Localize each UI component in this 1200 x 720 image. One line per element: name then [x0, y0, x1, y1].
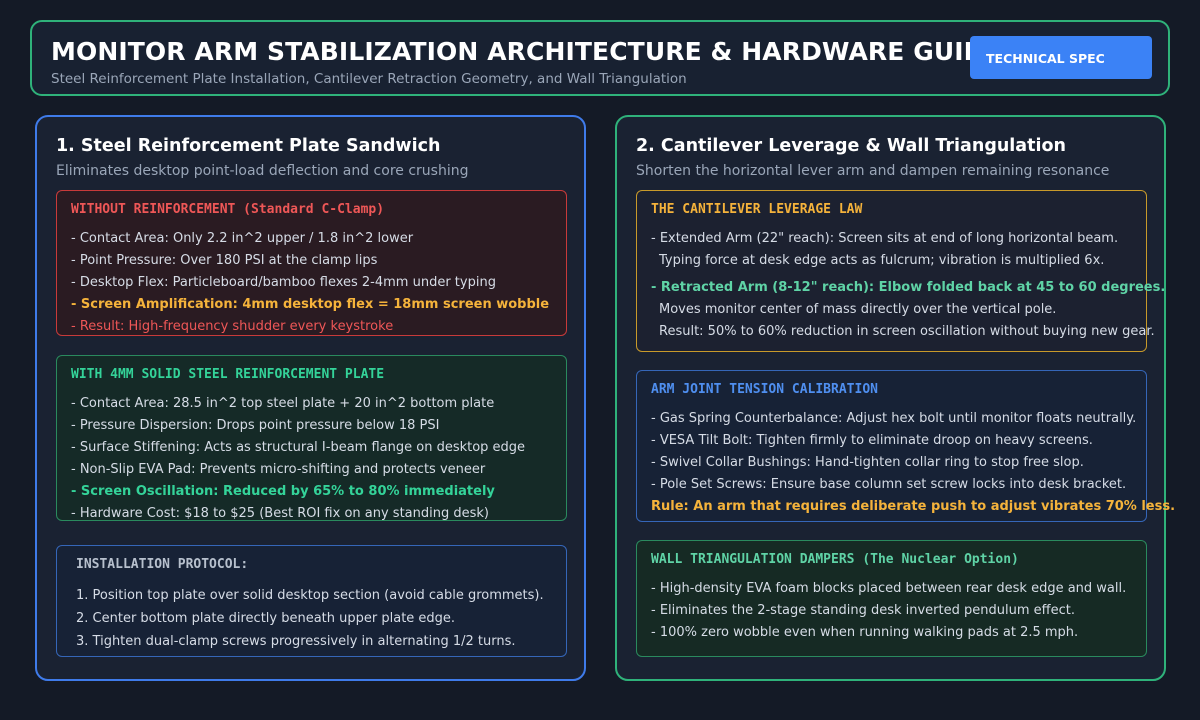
- list-item: - Contact Area: Only 2.2 in^2 upper / 1.…: [71, 231, 414, 246]
- box-title: ARM JOINT TENSION CALIBRATION: [651, 382, 878, 397]
- list-item: - Pressure Dispersion: Drops point press…: [71, 418, 440, 433]
- list-item-highlight: - Screen Oscillation: Reduced by 65% to …: [71, 484, 495, 499]
- list-item: Typing force at desk edge acts as fulcru…: [659, 253, 1105, 268]
- joint-tension-box: ARM JOINT TENSION CALIBRATION - Gas Spri…: [636, 370, 1176, 522]
- page-subtitle: Steel Reinforcement Plate Installation, …: [51, 71, 687, 87]
- page-header: MONITOR ARM STABILIZATION ARCHITECTURE &…: [30, 20, 1170, 96]
- list-item: Moves monitor center of mass directly ov…: [659, 302, 1057, 317]
- list-item: - Non-Slip EVA Pad: Prevents micro-shift…: [71, 462, 486, 477]
- with-reinforcement-box: WITH 4MM SOLID STEEL REINFORCEMENT PLATE…: [56, 355, 567, 521]
- list-item-result: - Result: High-frequency shudder every k…: [71, 319, 394, 334]
- panel-title: 1. Steel Reinforcement Plate Sandwich: [56, 136, 441, 156]
- list-item: - VESA Tilt Bolt: Tighten firmly to elim…: [651, 433, 1093, 448]
- box-title: WALL TRIANGULATION DAMPERS (The Nuclear …: [651, 552, 1019, 567]
- box-title: INSTALLATION PROTOCOL:: [76, 557, 249, 572]
- box-title: WITH 4MM SOLID STEEL REINFORCEMENT PLATE: [71, 367, 385, 382]
- technical-spec-badge: TECHNICAL SPEC: [970, 36, 1152, 79]
- list-item: - Point Pressure: Over 180 PSI at the cl…: [71, 253, 378, 268]
- list-item: - Swivel Collar Bushings: Hand-tighten c…: [651, 455, 1084, 470]
- without-reinforcement-box: WITHOUT REINFORCEMENT (Standard C-Clamp)…: [56, 190, 567, 336]
- list-item-highlight: - Screen Amplification: 4mm desktop flex…: [71, 297, 550, 312]
- page-title: MONITOR ARM STABILIZATION ARCHITECTURE &…: [51, 37, 1002, 66]
- list-item: Result: 50% to 60% reduction in screen o…: [659, 324, 1155, 339]
- list-item: - Gas Spring Counterbalance: Adjust hex …: [651, 411, 1137, 426]
- box-title: THE CANTILEVER LEVERAGE LAW: [651, 202, 863, 217]
- list-item: - High-density EVA foam blocks placed be…: [651, 581, 1127, 596]
- cantilever-panel: 2. Cantilever Leverage & Wall Triangulat…: [615, 115, 1176, 681]
- list-item-highlight: - Retracted Arm (8-12" reach): Elbow fol…: [651, 280, 1166, 295]
- list-item: - Pole Set Screws: Ensure base column se…: [651, 477, 1127, 492]
- list-item: 2. Center bottom plate directly beneath …: [76, 611, 456, 626]
- list-item: - Desktop Flex: Particleboard/bamboo fle…: [71, 275, 496, 290]
- panel-subtitle: Shorten the horizontal lever arm and dam…: [636, 163, 1110, 179]
- list-item: - Surface Stiffening: Acts as structural…: [71, 440, 526, 455]
- list-item: - Contact Area: 28.5 in^2 top steel plat…: [71, 396, 495, 411]
- list-item: 3. Tighten dual-clamp screws progressive…: [76, 634, 516, 649]
- installation-protocol-box: INSTALLATION PROTOCOL: 1. Position top p…: [56, 545, 567, 657]
- box-title: WITHOUT REINFORCEMENT (Standard C-Clamp): [71, 202, 385, 217]
- list-item: - Eliminates the 2-stage standing desk i…: [651, 603, 1075, 618]
- panel-title: 2. Cantilever Leverage & Wall Triangulat…: [636, 136, 1066, 156]
- list-item: - Extended Arm (22" reach): Screen sits …: [651, 231, 1119, 246]
- steel-plate-panel: 1. Steel Reinforcement Plate Sandwich El…: [35, 115, 586, 681]
- list-item: - Hardware Cost: $18 to $25 (Best ROI fi…: [71, 506, 489, 521]
- wall-dampers-box: WALL TRIANGULATION DAMPERS (The Nuclear …: [636, 540, 1147, 657]
- panel-subtitle: Eliminates desktop point-load deflection…: [56, 163, 469, 179]
- list-item: - 100% zero wobble even when running wal…: [651, 625, 1079, 640]
- list-item: 1. Position top plate over solid desktop…: [76, 588, 544, 603]
- list-item-rule: Rule: An arm that requires deliberate pu…: [651, 499, 1176, 514]
- cantilever-law-box: THE CANTILEVER LEVERAGE LAW - Extended A…: [636, 190, 1166, 352]
